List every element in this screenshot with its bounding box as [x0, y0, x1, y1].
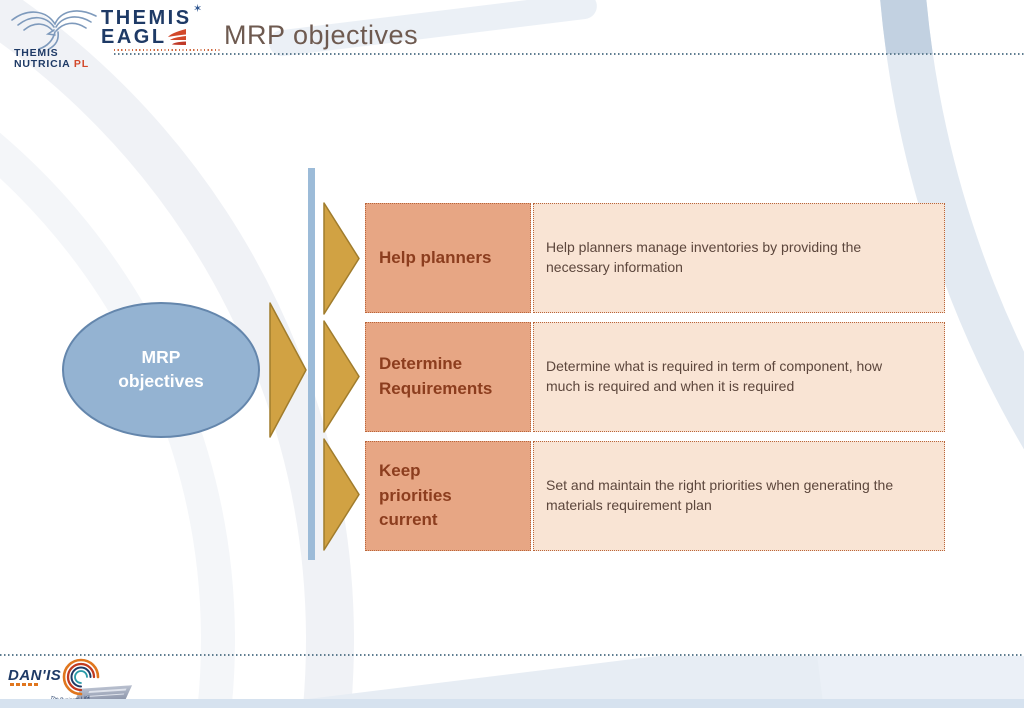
- arrow-row-1: [323, 202, 360, 315]
- arrow-row-3: [323, 438, 360, 551]
- eagle-logo-line2: EAGL: [101, 26, 167, 48]
- row-label-determine-requirements: Determine Requirements: [365, 322, 531, 432]
- eagle-lineart-icon: [11, 10, 97, 50]
- row-description-determine-requirements: Determine what is required in term of co…: [533, 322, 945, 432]
- mrp-objectives-ellipse: MRP objectives: [62, 302, 260, 438]
- row-label-help-planners: Help planners: [365, 203, 531, 313]
- connector-bar: [308, 168, 315, 560]
- danis-sub-graphic: [10, 683, 40, 686]
- row-description-keep-priorities-current: Set and maintain the right priorities wh…: [533, 441, 945, 551]
- danis-brand-text: DAN'IS: [8, 667, 62, 684]
- row-description-help-planners: Help planners manage inventories by prov…: [533, 203, 945, 313]
- red-eagle-swoosh-icon: [167, 29, 186, 45]
- bottom-swoosh-decor: [0, 656, 1024, 708]
- eagle-logo-dotted-rule: [114, 49, 220, 51]
- star-icon: ✶: [193, 3, 203, 15]
- arrow-row-2: [323, 320, 360, 433]
- nutricia-line2: NUTRICIA PL: [14, 57, 89, 70]
- themis-eagle-logo: ✶ THEMIS EAGL: [101, 3, 221, 48]
- header-dotted-rule: [114, 53, 1024, 55]
- nutricia-logo: THEMIS NUTRICIA PL: [8, 4, 100, 78]
- arrow-from-ellipse: [269, 302, 307, 438]
- bottom-strip: [0, 699, 1024, 708]
- gold-arrows: [269, 202, 360, 551]
- row-label-keep-priorities-current: Keep priorities current: [365, 441, 531, 551]
- nutricia-logo-text: THEMIS NUTRICIA PL: [14, 48, 89, 70]
- footer-dotted-rule: [0, 654, 1024, 656]
- page-title: MRP objectives: [224, 20, 419, 50]
- nutricia-country: PL: [73, 57, 89, 70]
